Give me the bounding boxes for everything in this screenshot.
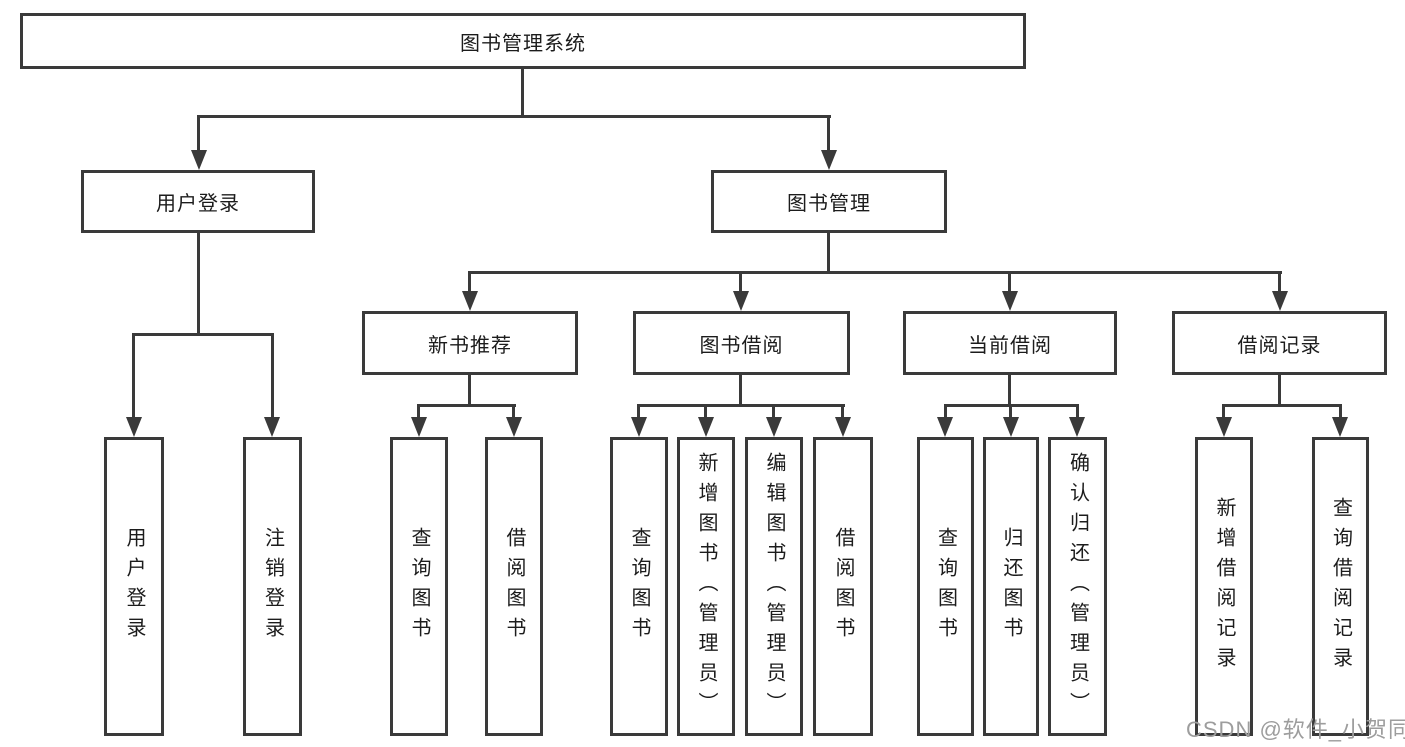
leaf-add-borrow-record: 新增借阅记录 [1195, 437, 1253, 736]
node-label: 确认归还（管理员） [1066, 451, 1089, 722]
arrowhead-down [1002, 291, 1018, 311]
leaf-user-login: 用户登录 [104, 437, 164, 736]
connector-line [772, 404, 775, 420]
connector-line [132, 333, 135, 419]
node-user-login: 用户登录 [81, 170, 315, 233]
node-label: 查询图书 [628, 526, 650, 647]
connector-line [841, 404, 844, 420]
node-label: 查询图书 [934, 526, 957, 647]
arrowhead-down [264, 417, 280, 437]
leaf-query-books-borrowing: 查询图书 [610, 437, 668, 736]
arrowhead-down [191, 150, 207, 170]
arrowhead-down [698, 417, 714, 437]
connector-line [637, 404, 845, 407]
arrowhead-down [733, 291, 749, 311]
node-label: 借阅记录 [1237, 334, 1322, 357]
leaf-borrow-books-recommend: 借阅图书 [485, 437, 543, 736]
arrowhead-down [1216, 417, 1232, 437]
node-book-borrowing: 图书借阅 [633, 311, 850, 375]
connector-line [417, 404, 516, 407]
node-label: 借阅图书 [832, 526, 854, 647]
node-label: 图书管理系统 [460, 32, 586, 55]
node-label: 用户登录 [123, 526, 145, 647]
arrowhead-down [1003, 417, 1019, 437]
node-current-borrowing: 当前借阅 [903, 311, 1117, 375]
connector-line [1076, 404, 1079, 420]
connector-line [521, 69, 524, 117]
connector-line [739, 271, 742, 295]
leaf-edit-books-admin: 编辑图书（管理员） [745, 437, 803, 736]
connector-line [271, 333, 274, 419]
connector-line [1008, 271, 1011, 295]
node-label: 图书借阅 [699, 334, 784, 357]
node-label: 用户登录 [156, 193, 240, 215]
arrowhead-down [506, 417, 522, 437]
connector-line [1009, 404, 1012, 420]
node-label: 新增借阅记录 [1213, 496, 1235, 677]
node-label: 查询图书 [408, 526, 430, 647]
connector-line [739, 375, 742, 406]
connector-line [132, 333, 274, 336]
arrowhead-down [126, 417, 142, 437]
node-label: 图书管理 [787, 193, 871, 215]
connector-line [468, 271, 471, 295]
node-label: 注销登录 [261, 526, 284, 647]
connector-line [197, 115, 200, 154]
leaf-confirm-return-admin: 确认归还（管理员） [1048, 437, 1107, 736]
arrowhead-down [1069, 417, 1085, 437]
leaf-return-books: 归还图书 [983, 437, 1039, 736]
connector-line [1008, 375, 1011, 406]
connector-line [827, 115, 830, 154]
leaf-logout: 注销登录 [243, 437, 302, 736]
arrowhead-down [821, 150, 837, 170]
connector-line [417, 404, 420, 420]
node-new-book-recommend: 新书推荐 [362, 311, 578, 375]
connector-line [512, 404, 515, 420]
node-library-management-system: 图书管理系统 [20, 13, 1026, 69]
node-label: 新书推荐 [428, 334, 512, 357]
node-borrowing-records: 借阅记录 [1172, 311, 1387, 375]
connector-line [197, 115, 831, 118]
arrowhead-down [462, 291, 478, 311]
node-label: 新增图书（管理员） [695, 451, 717, 722]
node-label: 查询借阅记录 [1329, 496, 1352, 677]
connector-line [468, 271, 1282, 274]
connector-line [637, 404, 640, 420]
node-book-management: 图书管理 [711, 170, 947, 233]
connector-line [1278, 375, 1281, 406]
leaf-query-books-recommend: 查询图书 [390, 437, 448, 736]
node-label: 借阅图书 [503, 526, 525, 647]
connector-line [197, 233, 200, 335]
node-label: 归还图书 [1000, 526, 1022, 647]
arrowhead-down [631, 417, 647, 437]
csdn-watermark: CSDN @软件_小贺同学 [1186, 717, 1405, 742]
connector-line [1278, 271, 1281, 295]
connector-line [1339, 404, 1342, 420]
node-label: 当前借阅 [968, 334, 1052, 357]
arrowhead-down [937, 417, 953, 437]
arrowhead-down [1332, 417, 1348, 437]
node-label: 编辑图书（管理员） [763, 451, 785, 722]
arrowhead-down [411, 417, 427, 437]
connector-line [827, 233, 830, 273]
arrowhead-down [766, 417, 782, 437]
connector-line [944, 404, 947, 420]
arrowhead-down [835, 417, 851, 437]
arrowhead-down [1272, 291, 1288, 311]
leaf-query-borrow-record: 查询借阅记录 [1312, 437, 1369, 736]
connector-line [1222, 404, 1342, 407]
leaf-borrow-books: 借阅图书 [813, 437, 873, 736]
leaf-query-books-current: 查询图书 [917, 437, 974, 736]
connector-line [704, 404, 707, 420]
connector-line [468, 375, 471, 406]
leaf-add-books-admin: 新增图书（管理员） [677, 437, 735, 736]
connector-line [1222, 404, 1225, 420]
